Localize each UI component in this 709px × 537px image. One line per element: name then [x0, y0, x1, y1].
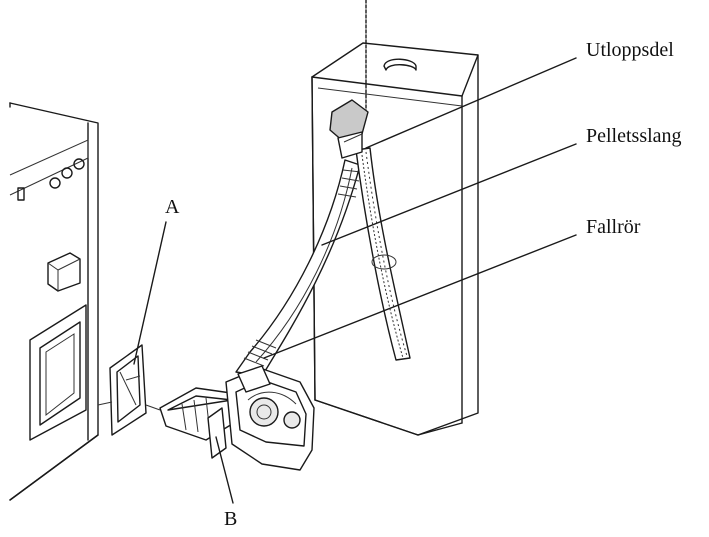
mounting-plate — [97, 344, 161, 436]
leader-lines — [133, 57, 577, 504]
label-outlet: Utloppsdel — [586, 39, 674, 61]
boiler — [9, 102, 99, 501]
leader-b — [215, 436, 234, 504]
label-a: A — [165, 196, 180, 218]
label-b: B — [224, 508, 238, 530]
boiler-knob — [49, 177, 61, 189]
boiler-knob — [61, 167, 73, 179]
boiler-door — [29, 304, 87, 441]
storage-handle — [383, 58, 417, 71]
outlet-part — [329, 99, 369, 159]
label-pellet-hose: Pelletsslang — [586, 125, 682, 147]
burner-unit — [159, 365, 315, 471]
leader-a — [133, 221, 167, 365]
boiler-knob — [73, 158, 85, 170]
leader-pellet-hose — [321, 143, 577, 246]
leader-outlet — [365, 57, 577, 149]
label-drop-tube: Fallrör — [586, 216, 641, 238]
auger-spiral — [355, 147, 411, 361]
boiler-small-box — [47, 252, 81, 292]
leader-drop-tube — [263, 234, 577, 359]
